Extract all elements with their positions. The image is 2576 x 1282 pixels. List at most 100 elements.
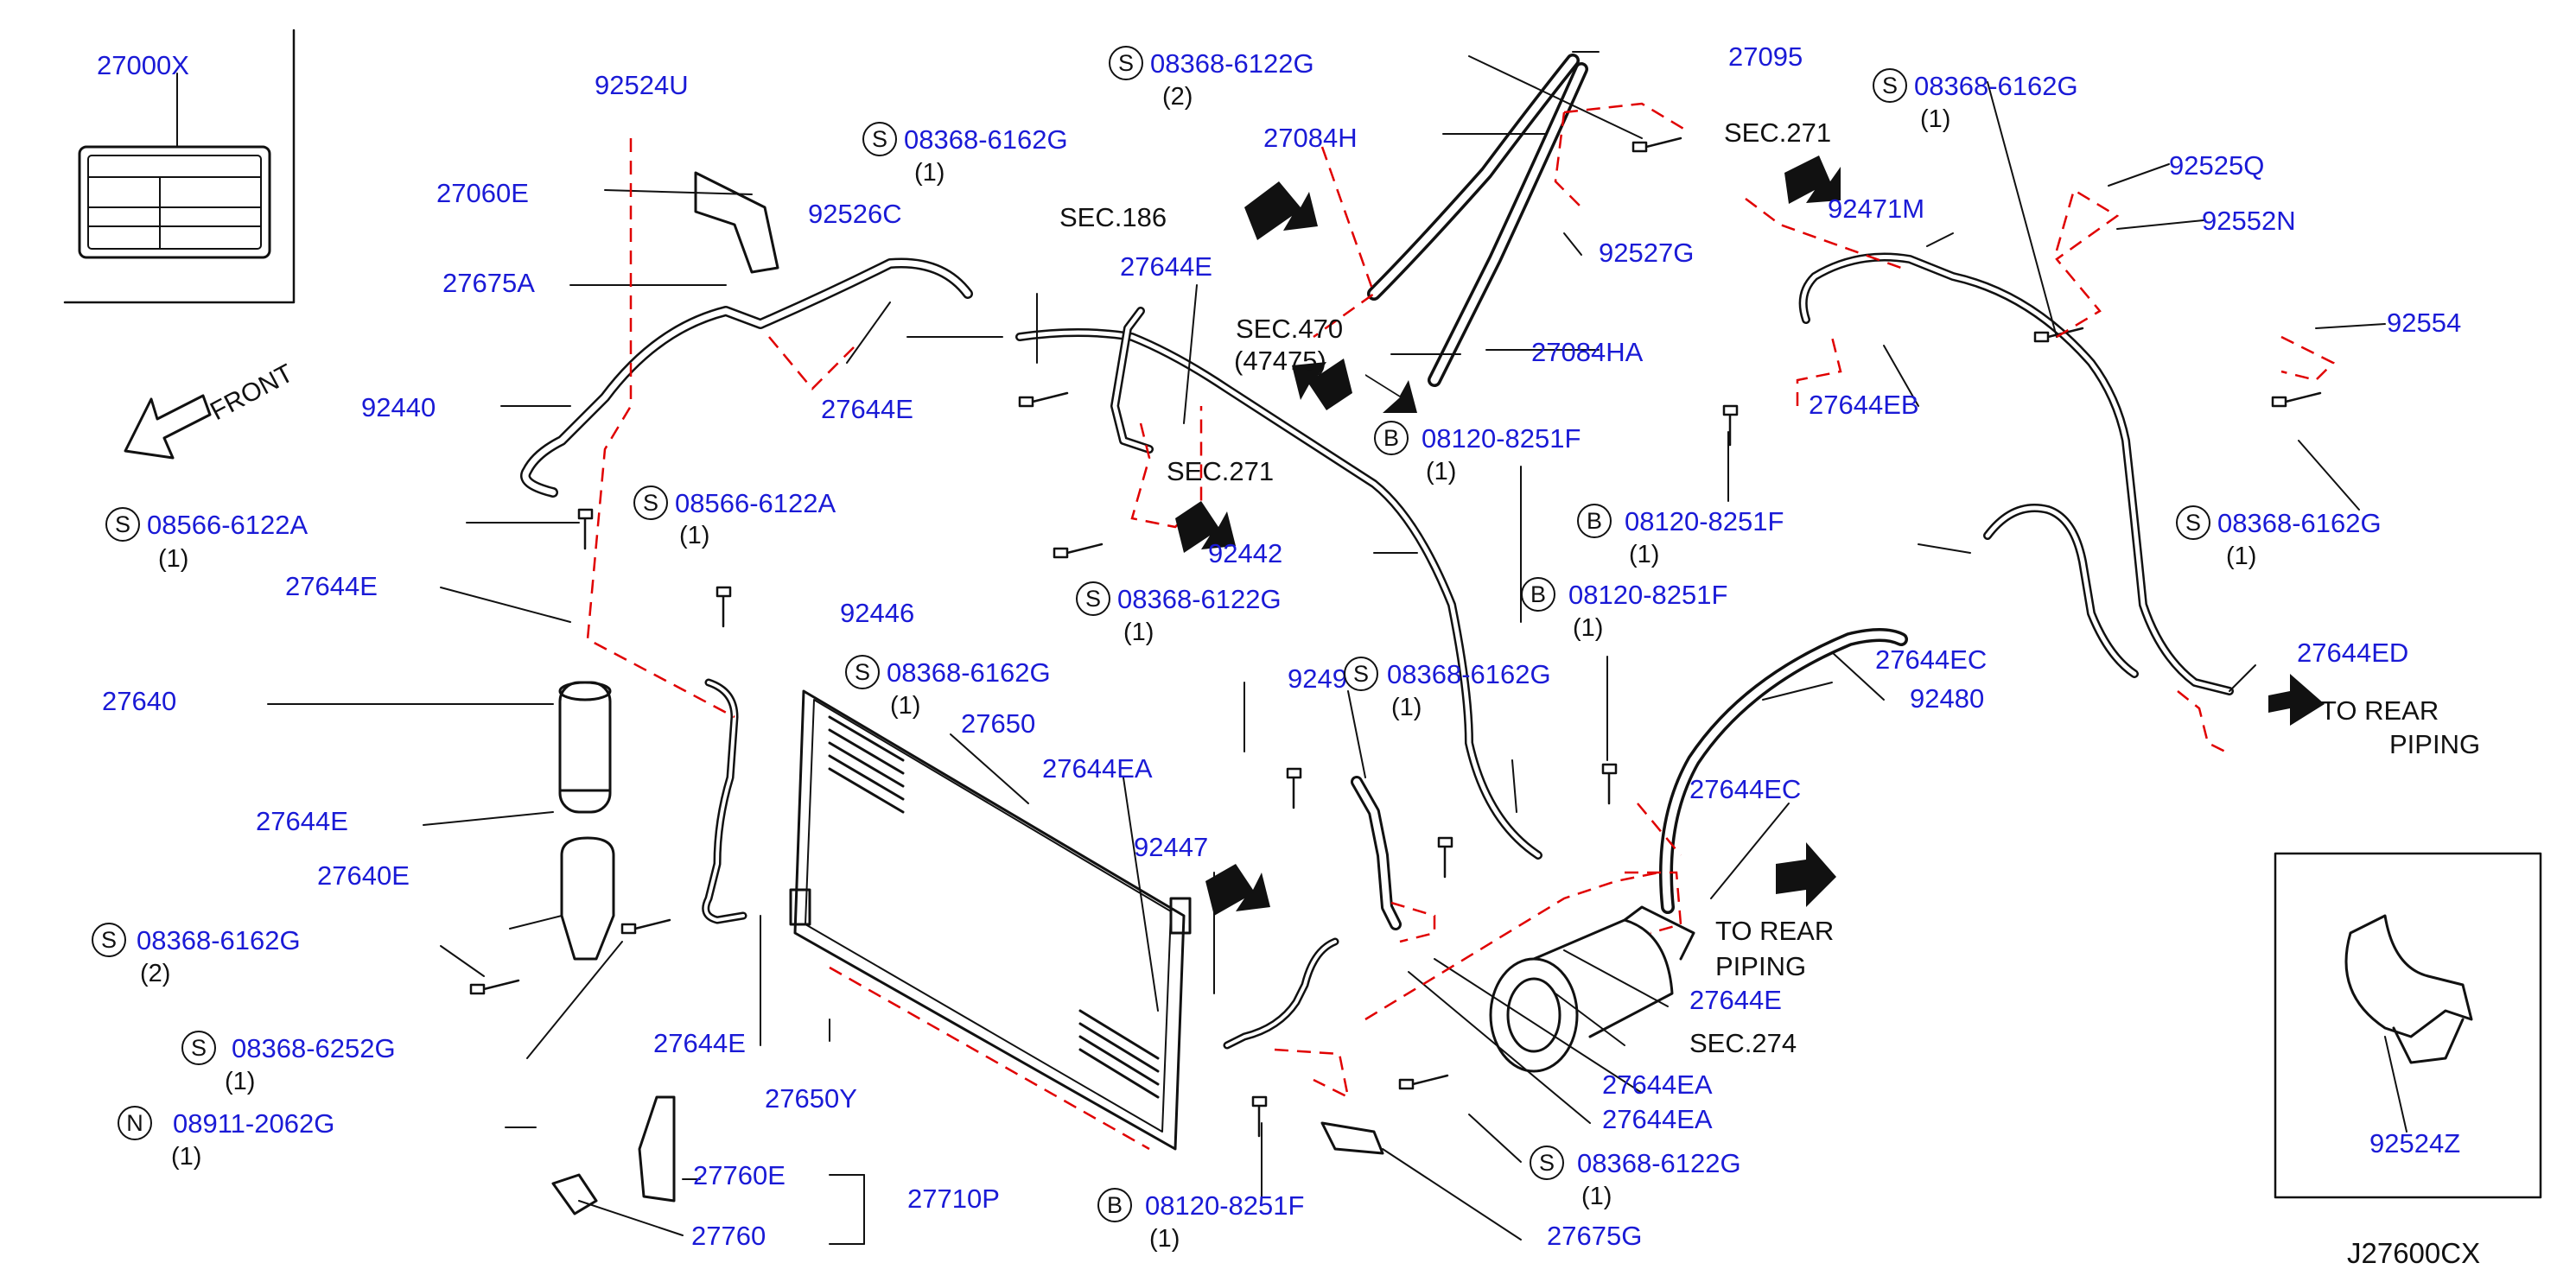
prefix-circle: S xyxy=(845,655,880,689)
part-27644E-a[interactable]: 27644E xyxy=(821,394,913,424)
part-27675G[interactable]: 27675G xyxy=(1547,1221,1643,1251)
part-27644E-f[interactable]: 27644E xyxy=(1689,985,1782,1015)
prefix-circle: B xyxy=(1577,504,1612,538)
part-27644EA-a[interactable]: 27644EA xyxy=(1042,753,1153,784)
part-92526C[interactable]: 92526C xyxy=(808,199,902,229)
part-92442[interactable]: 92442 xyxy=(1208,538,1283,568)
part-27710P[interactable]: 27710P xyxy=(907,1184,1000,1214)
part-92524U[interactable]: 92524U xyxy=(595,70,689,100)
part-27644ED[interactable]: 27644ED xyxy=(2297,638,2409,668)
prefix-circle: B xyxy=(1374,421,1409,455)
bolt-part-number: 08368-6252G xyxy=(232,1033,396,1063)
hose-92440 xyxy=(520,257,973,498)
part-27644EA-c[interactable]: 27644EA xyxy=(1602,1104,1713,1134)
bolt-qty: (1) xyxy=(1149,1225,1180,1253)
bolt-part-number: 08566-6122A xyxy=(675,488,836,518)
part-27084HA[interactable]: 27084HA xyxy=(1531,337,1644,367)
bolt-qty: (1) xyxy=(1629,541,1660,568)
prefix-circle: S xyxy=(633,486,668,520)
prefix-circle: S xyxy=(105,507,140,542)
bolt-part-number: 08368-6122G xyxy=(1577,1148,1741,1178)
part-27644E-b[interactable]: 27644E xyxy=(285,571,378,601)
bolt-qty: (1) xyxy=(1123,619,1154,646)
section-ref-470[interactable]: SEC.470 xyxy=(1236,314,1344,344)
bolt-part-number: 08566-6122A xyxy=(147,510,308,540)
bolt-qty: (1) xyxy=(1573,614,1604,642)
part-27000X[interactable]: 27000X xyxy=(97,50,189,80)
prefix-circle: N xyxy=(118,1106,152,1140)
bolt-part-number: 08368-6162G xyxy=(1387,659,1551,689)
bracket-27760E xyxy=(638,1095,676,1203)
to-rear-piping-1a: TO REAR xyxy=(1715,916,1835,946)
part-27650Y[interactable]: 27650Y xyxy=(765,1083,857,1114)
part-27060E[interactable]: 27060E xyxy=(436,178,529,208)
bolt-part-number: 08368-6162G xyxy=(137,925,301,955)
part-27644EA-b[interactable]: 27644EA xyxy=(1602,1069,1713,1100)
part-92554[interactable]: 92554 xyxy=(2387,308,2462,338)
pipe-92447 xyxy=(1223,937,1339,1050)
bolt-part-number: 08368-6162G xyxy=(904,124,1068,155)
bracket-27675G xyxy=(1320,1121,1384,1155)
to-rear-piping-2b: PIPING xyxy=(2389,729,2481,759)
part-92524Z[interactable]: 92524Z xyxy=(2369,1128,2461,1158)
bolt-qty: (1) xyxy=(1581,1183,1612,1210)
diagram-code: J27600CX xyxy=(2347,1237,2481,1269)
part-27644E-d[interactable]: 27644E xyxy=(653,1028,746,1058)
section-ref-271-b[interactable]: SEC.271 xyxy=(1724,117,1832,148)
bolt-part-number: 08368-6162G xyxy=(2217,508,2382,538)
part-92525Q[interactable]: 92525Q xyxy=(2169,150,2265,181)
part-92480[interactable]: 92480 xyxy=(1910,683,1985,714)
part-92447[interactable]: 92447 xyxy=(1134,832,1209,862)
part-27644EC-b[interactable]: 27644EC xyxy=(1689,774,1802,804)
part-92552N[interactable]: 92552N xyxy=(2202,206,2296,236)
part-27640[interactable]: 27640 xyxy=(102,686,177,716)
pipe-92471M xyxy=(1798,252,2234,695)
part-92527G[interactable]: 92527G xyxy=(1599,238,1695,268)
prefix-circle: S xyxy=(1344,657,1378,691)
bolt-qty: (1) xyxy=(1391,694,1422,721)
bolt-glyphs xyxy=(469,136,2322,1138)
receiver-drier xyxy=(558,681,612,814)
clip-27760 xyxy=(551,1173,598,1215)
part-27760[interactable]: 27760 xyxy=(691,1221,766,1251)
part-27650[interactable]: 27650 xyxy=(961,708,1036,739)
part-92446[interactable]: 92446 xyxy=(840,598,915,628)
section-ref-271-a[interactable]: SEC.271 xyxy=(1167,456,1275,486)
part-27760E[interactable]: 27760E xyxy=(693,1160,786,1190)
front-arrow xyxy=(124,394,212,460)
bolt-qty: (1) xyxy=(2226,543,2257,570)
part-27640E[interactable]: 27640E xyxy=(317,860,410,891)
part-92440[interactable]: 92440 xyxy=(361,392,436,422)
part-92471M[interactable]: 92471M xyxy=(1828,194,1925,224)
part-27095[interactable]: 27095 xyxy=(1728,41,1803,72)
section-ref-186[interactable]: SEC.186 xyxy=(1059,202,1167,232)
prefix-circle: S xyxy=(1076,581,1110,616)
prefix-circle: S xyxy=(1109,46,1143,80)
bolt-part-number: 08368-6162G xyxy=(1914,71,2078,101)
caution-label-plate xyxy=(78,145,271,259)
part-27644EC-a[interactable]: 27644EC xyxy=(1875,644,1988,675)
part-27644E-e[interactable]: 27644E xyxy=(1120,251,1212,282)
prefix-circle: B xyxy=(1521,577,1555,612)
prefix-circle: S xyxy=(1873,68,1907,103)
part-27644E-c[interactable]: 27644E xyxy=(256,806,348,836)
part-27644EB[interactable]: 27644EB xyxy=(1809,390,1919,420)
label-frame xyxy=(63,29,296,304)
bracket-27640E xyxy=(560,836,615,961)
bolt-part-number: 08120-8251F xyxy=(1625,506,1784,536)
prefix-circle: S xyxy=(1530,1146,1564,1180)
to-rear-piping-1b: PIPING xyxy=(1715,951,1807,981)
leader-lines xyxy=(267,51,2407,1245)
bolt-qty: (2) xyxy=(140,960,171,987)
bolt-part-number: 08120-8251F xyxy=(1422,423,1581,454)
bolt-qty: (1) xyxy=(1920,105,1951,133)
inset-frame-92524Z xyxy=(2274,852,2542,1199)
bolt-qty: (1) xyxy=(890,692,921,720)
section-arrows xyxy=(1175,155,2325,916)
part-27675A[interactable]: 27675A xyxy=(442,268,535,298)
part-27084H[interactable]: 27084H xyxy=(1263,123,1358,153)
bracket-27060E xyxy=(694,171,779,274)
section-ref-274[interactable]: SEC.274 xyxy=(1689,1028,1797,1058)
bolt-qty: (1) xyxy=(1426,458,1457,486)
